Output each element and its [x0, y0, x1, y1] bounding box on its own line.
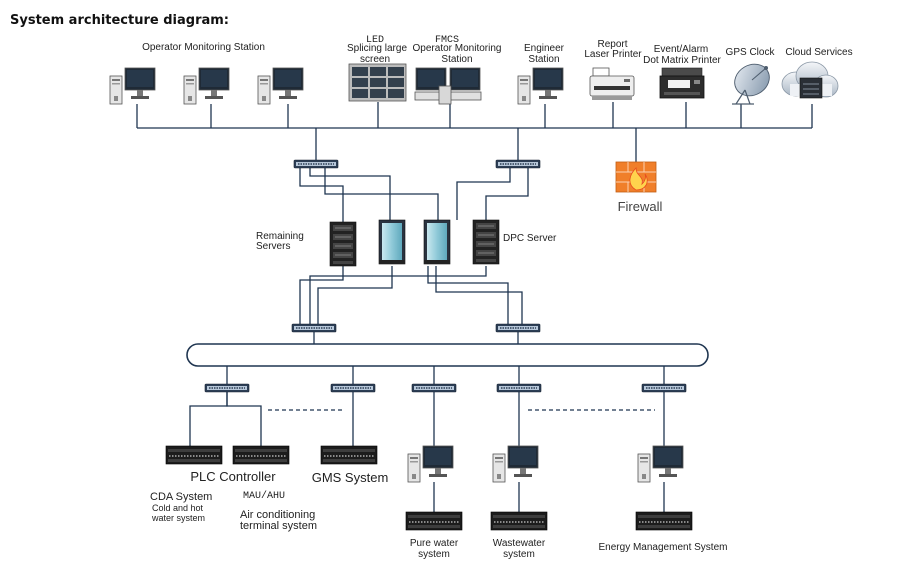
ring-network [186, 343, 709, 367]
server-blue-1 [378, 219, 406, 265]
gps-clock-icon [732, 63, 770, 105]
label-pure-water: Pure water [409, 538, 459, 549]
field-switch-energy [641, 383, 687, 393]
label-remaining: Remaining [256, 231, 304, 242]
field-switch-plc [204, 383, 250, 393]
label-dpc-server: DPC Server [503, 233, 557, 244]
label-dot-matrix-printer: Dot Matrix Printer [643, 55, 721, 66]
label-cold-hot: Cold and hot [152, 503, 204, 513]
label-splicing-large: Splicing large [346, 43, 408, 54]
field-switch-gms [330, 383, 376, 393]
label-laser-printer: Laser Printer [584, 49, 642, 60]
remaining-servers-rack [329, 221, 357, 267]
page-title: System architecture diagram: [10, 13, 230, 28]
operator-desktop-3 [257, 67, 304, 105]
label-wastewater: Wastewater [492, 538, 546, 549]
label-cda-system: CDA System [150, 491, 213, 503]
dpc-server-rack [472, 219, 500, 265]
label-gms-system: GMS System [311, 470, 389, 485]
pure-water-controller [405, 511, 463, 531]
label-energy-management: Energy Management System [598, 542, 728, 553]
laser-printer-icon [589, 67, 635, 100]
label-servers: Servers [256, 241, 291, 252]
plc-controller-1 [165, 445, 223, 465]
label-air-conditioning: Air conditioning [240, 509, 316, 521]
label-fmcs: FMCS [434, 35, 459, 46]
label-firewall: Firewall [617, 199, 663, 214]
label-cloud-services: Cloud Services [785, 47, 853, 58]
field-switch-pure-water [411, 383, 457, 393]
label-terminal-system: terminal system [240, 520, 318, 532]
label-report: Report [597, 39, 628, 50]
engineer-desktop [517, 67, 564, 105]
label-wastewater-system: system [503, 549, 535, 560]
label-engineer: Engineer [523, 43, 565, 54]
server-blue-2 [423, 219, 451, 265]
energy-desktop [637, 445, 684, 483]
label-pure-water-system: system [418, 549, 450, 560]
label-gps-clock: GPS Clock [725, 47, 775, 58]
label-led: LED [365, 35, 384, 46]
server-switch-right [495, 323, 541, 333]
server-switch-left [291, 323, 337, 333]
led-splicing-screen-icon [348, 63, 407, 102]
label-mau-ahu: MAU/AHU [243, 491, 286, 502]
label-fmcs-station: Station [441, 54, 473, 65]
wastewater-desktop [492, 445, 539, 483]
label-event-alarm: Event/Alarm [653, 44, 709, 55]
field-switch-wastewater [496, 383, 542, 393]
label-water-system: water system [152, 513, 206, 523]
plc-controller-2 [232, 445, 290, 465]
core-switch-right [495, 159, 541, 169]
wastewater-controller [490, 511, 548, 531]
label-fmcs-operator-monitoring: Operator Monitoring [412, 43, 502, 54]
label-engineer-station: Station [528, 54, 560, 65]
cloud-services-icon [781, 61, 839, 99]
dot-matrix-printer-icon [659, 67, 705, 99]
firewall-icon [615, 161, 657, 193]
fmcs-station-icon [414, 67, 482, 105]
connection-lines [136, 102, 813, 512]
operator-desktop-1 [109, 67, 156, 105]
pure-water-desktop [407, 445, 454, 483]
label-plc-controller: PLC Controller [190, 469, 276, 484]
operator-desktop-2 [183, 67, 230, 105]
gms-controller [320, 445, 378, 465]
energy-controller [635, 511, 693, 531]
label-screen: screen [359, 54, 390, 65]
label-operator-monitoring-station: Operator Monitoring Station [142, 42, 265, 53]
core-switch-left [293, 159, 339, 169]
